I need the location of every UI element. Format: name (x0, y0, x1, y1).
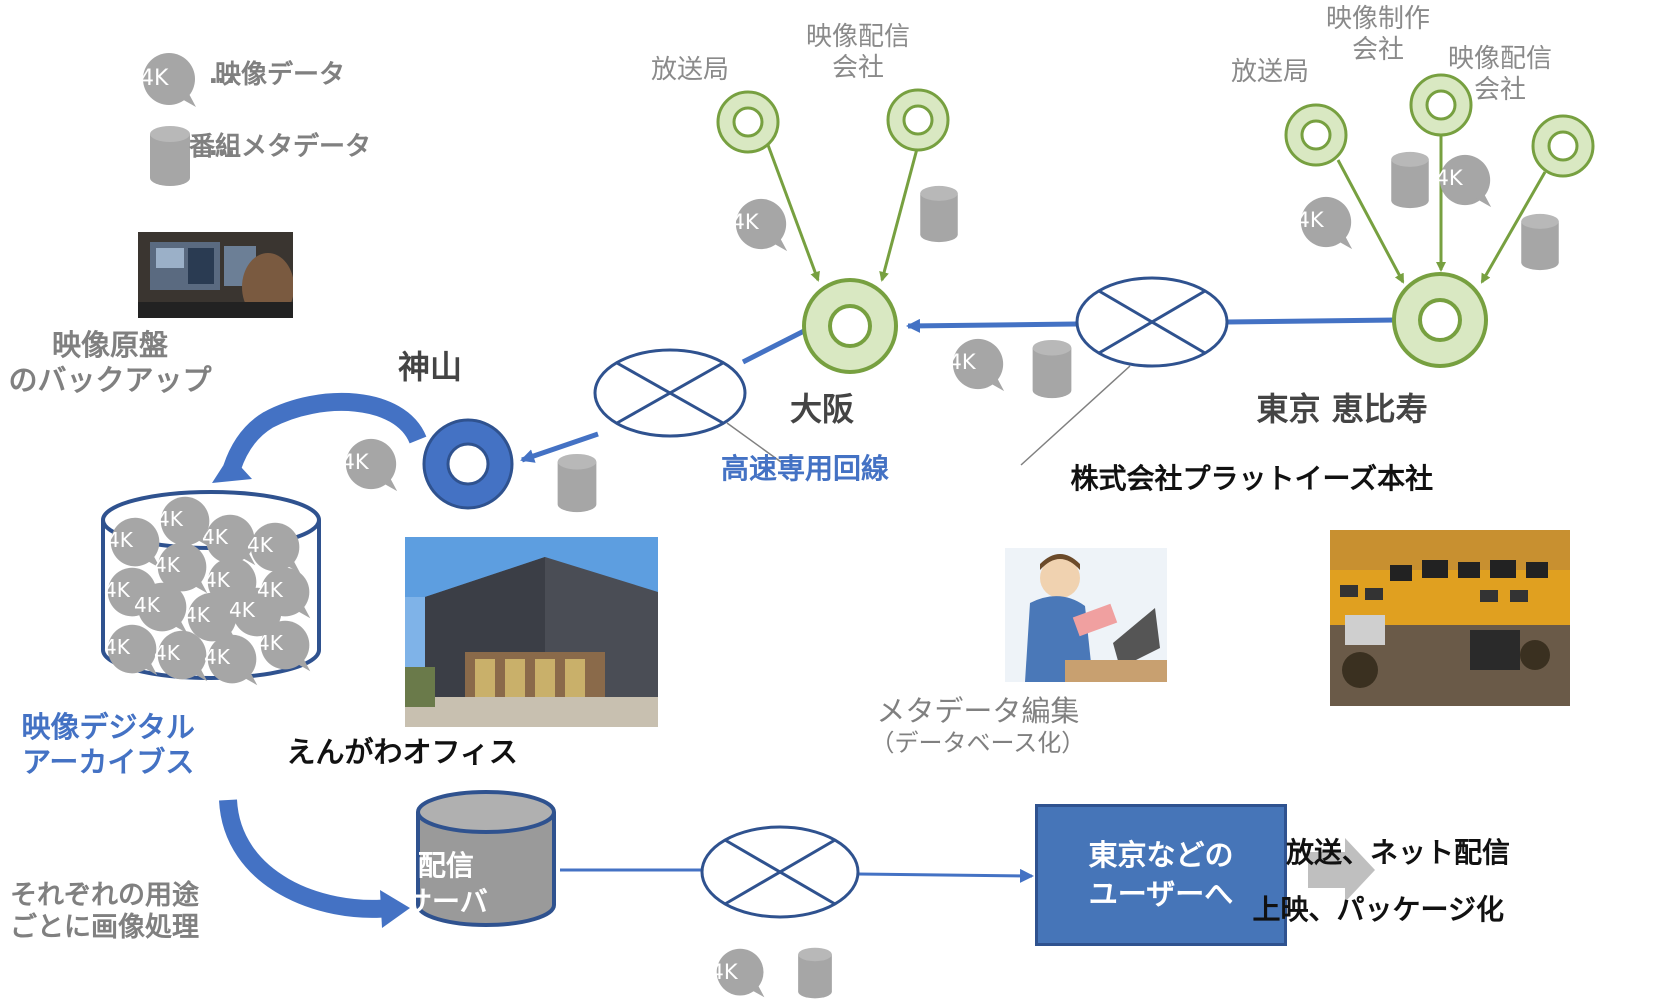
backup-curve-arrow (223, 392, 427, 472)
badge-text: 4K (134, 593, 160, 617)
badge-text: 4K (710, 960, 738, 984)
tokyo-hub (1392, 272, 1488, 368)
badge-text: 4K (257, 578, 283, 602)
delivery-server (416, 790, 556, 927)
badge-text: 4K (1435, 166, 1463, 190)
source-nodes (716, 73, 1595, 178)
backup-photo (138, 232, 293, 318)
badge-text: 4K (184, 603, 210, 627)
osaka-broadcaster-label: 放送局 (651, 55, 730, 85)
badge-text: 4K (204, 645, 230, 669)
kamiyama-label: 神山 (398, 348, 463, 386)
badge-text: 4K (157, 507, 183, 531)
osaka-distributor-label: 映像配信 会社 (806, 22, 911, 84)
metadata-edit-illustration (1005, 548, 1167, 682)
badge-text: 4K (341, 450, 369, 474)
osaka-label: 大阪 (790, 390, 855, 428)
legend-ellipsis: … (209, 60, 235, 90)
processing-label: それぞれの用途 ごとに画像処理 (10, 880, 199, 944)
badge-text: 4K (140, 66, 169, 91)
legend-cylinder-icon (150, 126, 190, 186)
metadata-edit-label: メタデータ編集 （データベース化） (870, 694, 1086, 757)
tokyo-hq-photo (1330, 530, 1570, 706)
legend-metadata: 番組メタデータ (189, 132, 372, 162)
output-arrow (1308, 838, 1375, 902)
output-screening: 上映、パッケージ化 (1252, 893, 1504, 926)
legend-video-data: 映像データ (215, 60, 346, 90)
badge-text: 4K (1296, 208, 1324, 232)
destination-box: 東京などの ユーザーへ (1035, 804, 1287, 946)
badge-text: 4K (104, 578, 130, 602)
server-label: 配信 サーバ (404, 849, 488, 919)
badge-text: 4K (107, 528, 133, 552)
kamiyama-hub (422, 418, 514, 510)
badge-text: 4K (204, 568, 230, 592)
badge-text: 4K (247, 533, 273, 557)
backbone-lines (520, 317, 1397, 883)
badge-text: 4K (202, 525, 228, 549)
tokyo-distributor-label: 映像配信 会社 (1448, 44, 1553, 106)
processing-curve-arrow (219, 799, 391, 918)
tokyo-producer-label: 映像制作 会社 (1326, 4, 1431, 66)
routers (593, 276, 1229, 919)
archive-cylinder (101, 490, 321, 686)
badge-text: 4K (948, 350, 976, 374)
tokyo-broadcaster-label: 放送局 (1231, 57, 1310, 87)
badge-text: 4K (154, 553, 180, 577)
line-label: 高速専用回線 (721, 452, 890, 485)
tokyo-hq-label: 株式会社プラットイーズ本社 (1070, 462, 1434, 495)
archive-label: 映像デジタル アーカイブス (21, 710, 195, 779)
osaka-hub (802, 278, 898, 374)
legend-ellipsis: … (209, 132, 235, 162)
badge-text: 4K (257, 631, 283, 655)
tokyo-label: 東京 恵比寿 (1256, 390, 1428, 428)
badge-text: 4K (229, 598, 255, 622)
engawa-office-photo (405, 537, 658, 727)
source-arrows (766, 135, 1547, 284)
office-label: えんがわオフィス (286, 735, 518, 769)
backup-label: 映像原盤 のバックアップ (8, 328, 212, 397)
badge-text: 4K (731, 210, 759, 234)
badge-text: 4K (154, 641, 180, 665)
badge-text: 4K (104, 635, 130, 659)
output-broadcast: 放送、ネット配信 (1286, 836, 1511, 869)
